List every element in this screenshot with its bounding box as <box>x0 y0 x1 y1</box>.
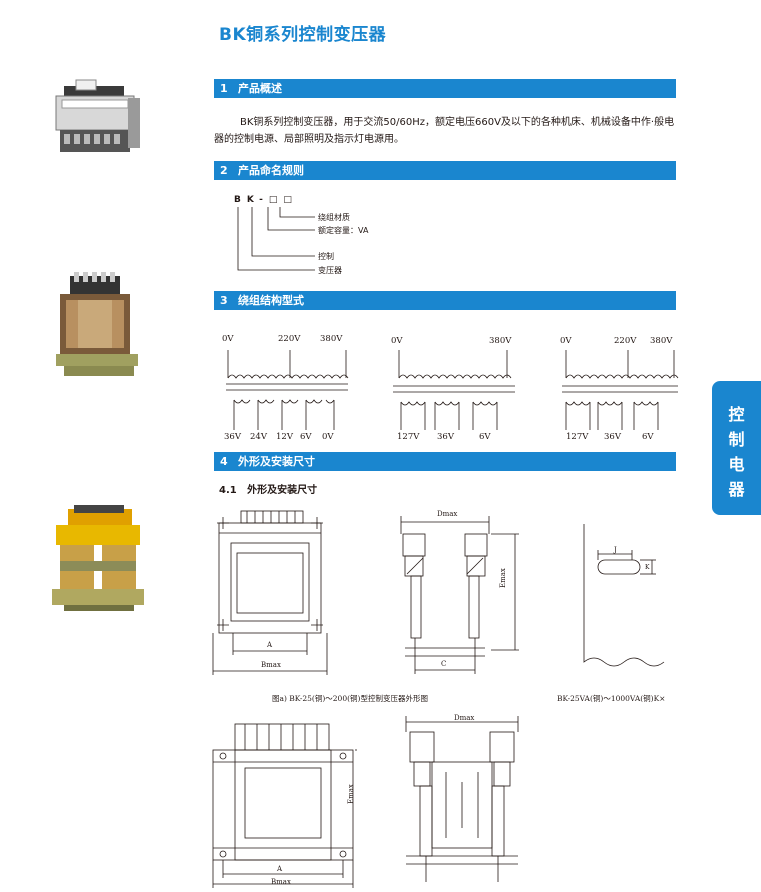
voltage-label: 0V <box>560 336 572 346</box>
label-winding-material: 绕组材质 <box>318 213 350 222</box>
side-tab-char: 制 <box>728 430 745 449</box>
section-label: 绕组结构型式 <box>238 294 304 307</box>
label-control: 控制 <box>318 252 334 261</box>
section-label: 产品概述 <box>238 82 282 95</box>
voltage-label: 36V <box>604 432 621 442</box>
voltage-label: 6V <box>642 432 654 442</box>
page-title: BK铜系列控制变压器 <box>219 25 387 45</box>
section-number: 2 <box>220 164 228 177</box>
dim-label-j: J <box>614 546 617 554</box>
drawing-front-view-a: A Bmax <box>205 505 335 680</box>
voltage-label: 127V <box>397 432 420 442</box>
section-number: 1 <box>220 82 228 95</box>
dim-label-a: A <box>277 865 283 873</box>
voltage-label: 12V <box>276 432 293 442</box>
caption-figure-b: BK-25VA(铜)～1000VA(铜)K× <box>557 694 666 703</box>
dim-label-k: K <box>645 564 650 571</box>
voltage-label: 0V <box>322 432 334 442</box>
side-tab-char: 器 <box>728 480 745 499</box>
section-bar-dimensions: 4 外形及安装尺寸 <box>214 452 676 471</box>
voltage-label: 36V <box>224 432 241 442</box>
product-photo-3 <box>48 505 148 613</box>
dim-label-a: A <box>267 641 273 649</box>
label-transformer: 变压器 <box>318 266 342 275</box>
voltage-label: 220V <box>278 334 301 344</box>
voltage-label: 6V <box>479 432 491 442</box>
section-number: 4 <box>220 455 228 468</box>
voltage-label: 24V <box>250 432 267 442</box>
section-bar-winding: 3 绕组结构型式 <box>214 291 676 310</box>
voltage-label: 380V <box>320 334 343 344</box>
subsection-label: 外形及安装尺寸 <box>247 485 318 496</box>
code-dash: - <box>259 195 269 205</box>
code-letter-b: B <box>234 195 247 205</box>
winding-diagram-1: 0V 220V 380V 36V 24V 12V 6V 0V <box>222 328 352 446</box>
product-photo-1 <box>50 76 145 166</box>
dim-label-bmax: Bmax <box>271 878 291 886</box>
side-tab-char: 控 <box>728 405 745 424</box>
dim-label-emax: Emax <box>499 568 507 588</box>
section-label: 产品命名规则 <box>238 164 304 177</box>
voltage-label: 127V <box>566 432 589 442</box>
drawing-slot-detail: J K <box>580 522 680 672</box>
code-letter-k: K <box>246 195 260 205</box>
subsection-heading: 4.1 外形及安装尺寸 <box>219 481 317 496</box>
code-box-2: □ <box>283 195 298 205</box>
dim-label-dmax: Dmax <box>437 510 458 518</box>
voltage-label: 380V <box>489 336 512 346</box>
section-bar-naming: 2 产品命名规则 <box>214 161 676 180</box>
drawing-front-view-b: A Bmax Emax <box>205 720 360 890</box>
caption-figure-a: 图a) BK-25(铜)～200(铜)型控制变压器外形图 <box>272 694 428 703</box>
dim-label-bmax: Bmax <box>261 661 281 669</box>
subsection-number: 4.1 <box>219 485 237 496</box>
overview-paragraph: BK铜系列控制变压器，用于交流50/60Hz，额定电压660V及以下的各种机床、… <box>214 117 675 145</box>
section-number: 3 <box>220 294 228 307</box>
category-side-tab[interactable]: 控 制 电 器 <box>712 381 761 515</box>
voltage-label: 0V <box>222 334 234 344</box>
dim-label-c: C <box>441 660 447 668</box>
product-photo-2 <box>50 270 145 385</box>
code-box-1: □ <box>268 195 284 205</box>
drawing-side-view-b: Dmax <box>400 712 525 890</box>
drawing-side-view-a: Dmax Emax C <box>393 508 523 688</box>
dim-label-emax: Emax <box>347 784 355 804</box>
label-rated-capacity: 额定容量：VA <box>318 226 369 235</box>
section-label: 外形及安装尺寸 <box>238 455 315 468</box>
voltage-label: 0V <box>391 336 403 346</box>
voltage-label: 380V <box>650 336 673 346</box>
dim-label-dmax: Dmax <box>454 714 475 722</box>
winding-diagram-2: 0V 380V 127V 36V 6V <box>389 334 519 446</box>
naming-diagram: BK-□□ 绕组材质 额定容量：VA 控制 变压器 <box>230 193 430 278</box>
voltage-label: 220V <box>614 336 637 346</box>
winding-diagram-3: 0V 220V 380V 127V 36V 6V <box>558 334 688 446</box>
section-bar-overview: 1 产品概述 <box>214 79 676 98</box>
side-tab-char: 电 <box>728 455 745 474</box>
voltage-label: 36V <box>437 432 454 442</box>
voltage-label: 6V <box>300 432 312 442</box>
